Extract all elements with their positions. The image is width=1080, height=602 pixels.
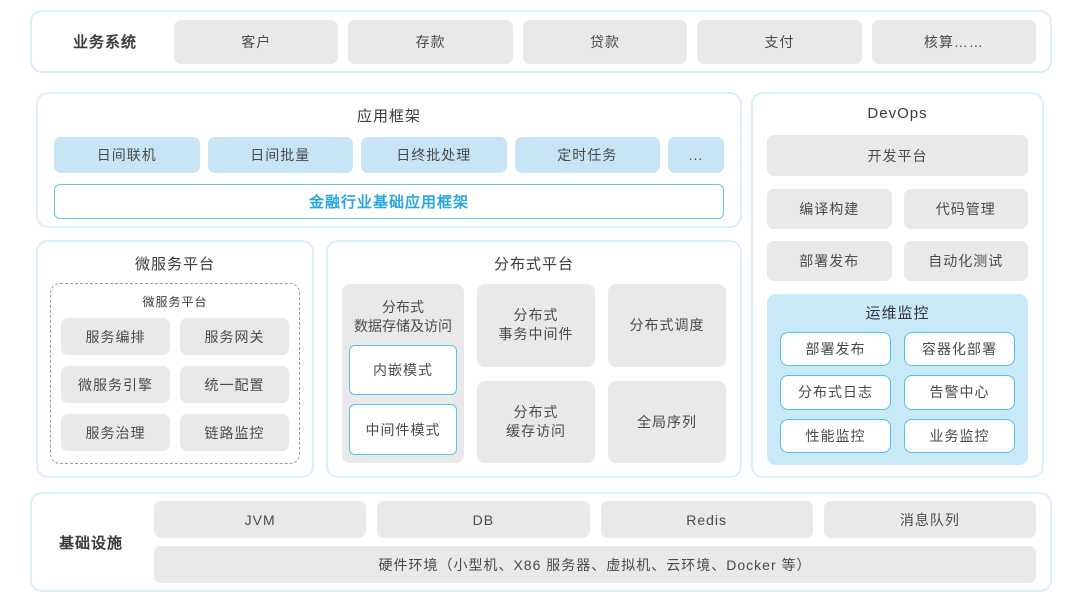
block-distributed-scheduling: 分布式调度: [608, 284, 726, 367]
distributed-title: 分布式平台: [493, 256, 574, 273]
infrastructure-label: 基础设施: [58, 534, 123, 552]
block-message-queue: 消息队列: [823, 501, 1036, 538]
block-daytime-batch: 日间批量: [207, 137, 353, 173]
block-payment: 支付: [697, 19, 862, 64]
business-systems-label: 业务系统: [72, 34, 137, 51]
block-scheduled-task: 定时任务: [514, 137, 660, 173]
block-automated-testing: 自动化测试: [903, 241, 1028, 281]
block-loan: 贷款: [522, 19, 688, 64]
business-systems-panel: 业务系统 客户 存款 贷款 支付 核算……: [30, 10, 1052, 73]
block-deploy-release: 部署发布: [767, 241, 892, 281]
block-trace-monitoring: 链路监控: [180, 414, 289, 451]
distributed-storage-title: 分布式 数据存储及访问: [354, 299, 452, 334]
block-distributed-storage: 分布式 数据存储及访问 内嵌模式 中间件模式: [342, 284, 464, 463]
block-daytime-online: 日间联机: [54, 137, 200, 173]
microservice-panel: 微服务平台 微服务平台 服务编排 服务网关 微服务引擎 统一配置 服务治理 链路…: [36, 240, 314, 478]
block-more: ...: [668, 137, 724, 173]
block-compile-build: 编译构建: [767, 189, 892, 229]
app-framework-title: 应用框架: [356, 108, 421, 125]
ops-monitoring-title: 运维监控: [865, 305, 930, 322]
microservice-inner-box: 微服务平台 服务编排 服务网关 微服务引擎 统一配置 服务治理 链路监控: [50, 283, 300, 464]
block-microservice-engine: 微服务引擎: [61, 366, 170, 403]
devops-title: DevOps: [867, 105, 928, 122]
block-finance-base-framework: 金融行业基础应用框架: [54, 184, 724, 219]
block-unified-config: 统一配置: [180, 366, 289, 403]
block-middleware-mode: 中间件模式: [349, 404, 457, 455]
block-service-gateway: 服务网关: [180, 318, 289, 355]
block-performance-monitoring: 性能监控: [780, 418, 891, 453]
block-alert-center: 告警中心: [904, 375, 1015, 410]
devops-panel: DevOps 开发平台 编译构建 代码管理 部署发布 自动化测试 运维监控 部署…: [751, 92, 1044, 478]
block-embedded-mode: 内嵌模式: [349, 344, 457, 396]
block-monitor-deploy-release: 部署发布: [780, 332, 891, 367]
block-service-governance: 服务治理: [61, 414, 170, 451]
microservice-inner-title: 微服务平台: [142, 295, 208, 309]
block-business-monitoring: 业务监控: [904, 418, 1015, 453]
block-dev-platform: 开发平台: [767, 135, 1028, 176]
block-code-management: 代码管理: [903, 189, 1028, 229]
microservice-title: 微服务平台: [134, 256, 215, 273]
block-hardware-environment: 硬件环境（小型机、X86 服务器、虚拟机、云环境、Docker 等）: [154, 546, 1036, 583]
block-eod-batch: 日终批处理: [361, 137, 507, 173]
block-container-deployment: 容器化部署: [904, 332, 1015, 367]
infrastructure-panel: 基础设施 JVM DB Redis 消息队列 硬件环境（小型机、X86 服务器、…: [30, 492, 1052, 592]
block-customer: 客户: [174, 19, 339, 64]
block-distributed-transaction: 分布式 事务中间件: [477, 284, 595, 367]
block-deposit: 存款: [348, 19, 513, 64]
block-distributed-cache: 分布式 缓存访问: [477, 380, 595, 463]
block-jvm: JVM: [154, 501, 367, 538]
distributed-panel: 分布式平台 分布式 数据存储及访问 内嵌模式 中间件模式 分布式 事务中间件 分…: [326, 240, 742, 478]
block-accounting: 核算……: [871, 19, 1037, 64]
block-distributed-logging: 分布式日志: [780, 375, 891, 410]
block-global-sequence: 全局序列: [608, 380, 726, 463]
ops-monitoring-panel: 运维监控 部署发布 容器化部署 分布式日志 告警中心 性能监控 业务监控: [767, 294, 1028, 465]
block-service-orchestration: 服务编排: [61, 318, 170, 355]
app-framework-panel: 应用框架 日间联机 日间批量 日终批处理 定时任务 ... 金融行业基础应用框架: [36, 92, 742, 228]
block-redis: Redis: [600, 501, 813, 538]
block-db: DB: [377, 501, 590, 538]
